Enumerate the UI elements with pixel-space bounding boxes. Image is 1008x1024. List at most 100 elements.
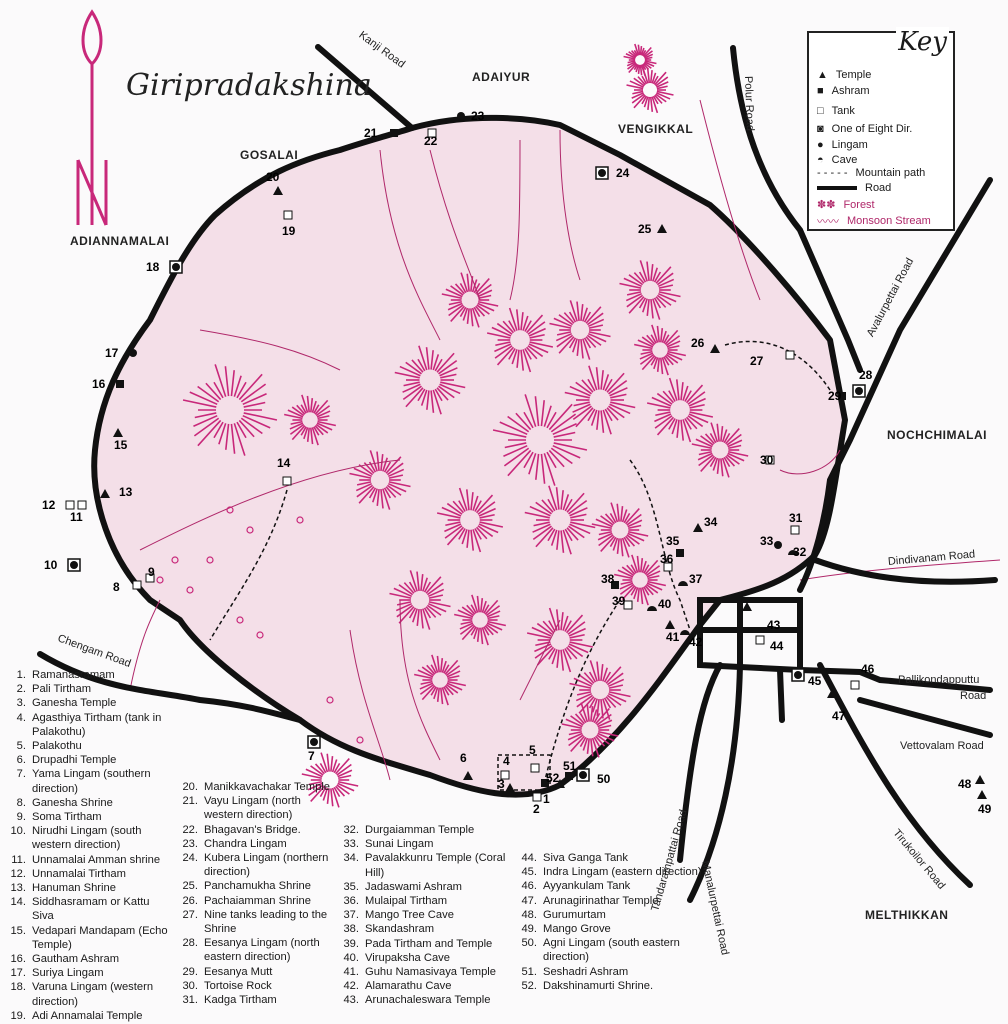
legend-item: 33.Sunai Lingam [337,837,527,851]
legend-text: Unnamalai Amman shrine [32,853,161,866]
map-marker[interactable] [788,550,798,555]
map-marker[interactable] [169,260,183,274]
legend-item: 5.Palakothu [4,739,174,753]
map-marker[interactable] [785,350,795,360]
tank-icon [132,580,142,590]
legend-number: 34. [343,852,359,865]
map-marker[interactable] [113,428,123,437]
map-marker[interactable] [657,224,667,233]
legend-number: 9. [16,811,26,824]
marker-number: 44 [770,639,784,653]
map-marker[interactable] [611,581,619,589]
map-marker[interactable] [774,541,782,549]
marker-number: 41 [666,630,680,644]
map-marker[interactable] [541,779,549,787]
map-marker[interactable] [850,680,860,690]
legend-item: 46.Ayyankulam Tank [515,879,705,893]
mountain-area [91,114,848,798]
map-marker[interactable] [680,630,690,635]
map-marker[interactable] [838,392,846,400]
legend-item: 30.Tortoise Rock [176,979,336,993]
map-marker[interactable] [100,489,110,498]
map-marker[interactable] [273,186,283,195]
map-marker[interactable] [595,166,609,180]
legend-text: Arunachaleswara Temple [365,994,491,1007]
map-marker[interactable] [282,476,292,486]
legend-text: Siva Ganga Tank [543,852,628,864]
map-marker[interactable] [129,349,137,357]
legend-text: Virupaksha Cave [365,951,450,964]
legend-number: 21. [182,795,198,808]
marker-number: 9 [148,565,155,579]
map-marker[interactable] [791,668,805,682]
map-marker[interactable] [505,783,515,792]
map-marker[interactable] [710,344,720,353]
map-marker[interactable] [555,779,565,788]
marker-number: 18 [146,260,160,274]
tank-icon [755,635,765,645]
legend-number: 38. [343,923,359,936]
map-marker[interactable] [307,735,321,749]
map-marker[interactable] [790,525,800,535]
legend-number: 37. [343,909,359,922]
map-marker[interactable] [647,606,657,611]
map-marker[interactable] [532,792,542,802]
map-marker[interactable] [693,523,703,532]
map-marker[interactable] [500,770,510,780]
tank-icon [530,763,540,773]
map-marker[interactable] [623,600,633,610]
temple-icon [273,186,283,195]
legend-number: 16. [10,953,26,966]
map-marker[interactable] [852,384,866,398]
map-marker[interactable] [457,112,465,120]
marker-number: 29 [828,389,842,403]
map-marker[interactable] [576,768,590,782]
legend-text: Vayu Lingam (north western direction) [204,795,301,822]
map-marker[interactable] [975,775,985,784]
map-marker[interactable] [977,790,987,799]
road-line-icon [817,186,857,190]
map-marker[interactable] [565,772,573,780]
map-marker[interactable] [390,129,398,137]
legend-text: Eesanya Mutt [204,965,273,978]
map-marker[interactable] [742,602,752,611]
map-marker[interactable] [65,500,75,510]
legend-number: 17. [10,967,26,980]
legend-text: Skandashram [365,923,435,936]
marker-number: 24 [616,166,630,180]
map-marker[interactable] [827,689,837,698]
tank-icon [77,500,87,510]
key-cave: Cave [831,154,858,166]
map-marker[interactable] [116,380,124,388]
eight-direction-icon [169,260,183,274]
marker-number: 47 [832,709,846,723]
legend-item: 35.Jadaswami Ashram [337,880,527,894]
legend-item: 15.Vedapari Mandapam (Echo Temple) [4,924,174,952]
map-marker[interactable] [145,573,155,583]
place-gosalai: GOSALAI [240,148,299,162]
key-eight-dir: One of Eight Dir. [831,123,913,135]
map-marker[interactable] [132,580,142,590]
map-marker[interactable] [67,558,81,572]
map-marker[interactable] [678,581,688,586]
legend-number: 18. [10,981,26,994]
legend-number: 45. [521,866,537,879]
map-marker[interactable] [755,635,765,645]
map-marker[interactable] [463,771,473,780]
map-marker[interactable] [530,763,540,773]
legend-item: 18.Varuna Lingam (western direction) [4,980,174,1008]
marker-number: 50 [597,772,611,786]
legend-number: 20. [182,781,198,793]
map-marker[interactable] [665,620,675,629]
map-marker[interactable] [765,455,775,465]
marker-number: 8 [113,580,120,594]
map-marker[interactable] [663,562,673,572]
temple-icon [665,620,675,629]
map-marker[interactable] [676,549,684,557]
legend-item: 25.Panchamukha Shrine [176,879,336,893]
map-marker[interactable] [283,210,293,220]
legend-text: Tortoise Rock [204,979,272,992]
map-marker[interactable] [77,500,87,510]
map-marker[interactable] [427,128,437,138]
legend-number: 12. [10,867,26,880]
